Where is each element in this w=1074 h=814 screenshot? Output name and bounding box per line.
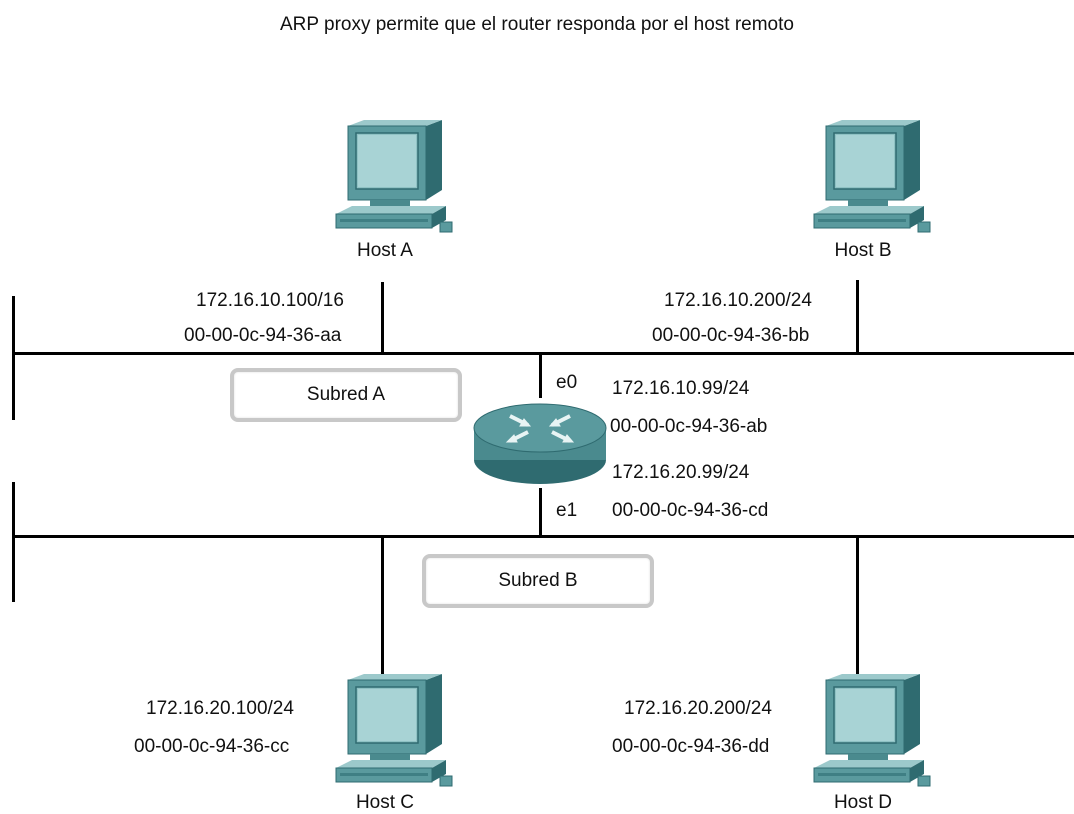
host-c-ip: 172.16.20.100/24 xyxy=(146,698,294,719)
host-d-ip: 172.16.20.200/24 xyxy=(624,698,772,719)
diagram-title: ARP proxy permite que el router responda… xyxy=(280,14,794,35)
router-e1-label: e1 xyxy=(556,500,578,521)
router-e1-mac: 00-00-0c-94-36-cd xyxy=(612,500,769,521)
subnet-b-label: Subred B xyxy=(422,554,654,608)
host-b-link xyxy=(856,280,859,354)
subnet-b-left-terminator xyxy=(12,482,15,602)
router-e0-label: e0 xyxy=(556,372,578,393)
subnet-b-bus xyxy=(14,535,1074,538)
host-d-mac: 00-00-0c-94-36-dd xyxy=(612,736,770,757)
host-c-mac: 00-00-0c-94-36-cc xyxy=(134,736,290,757)
router-e1-link xyxy=(539,488,542,536)
host-a-computer-icon xyxy=(330,118,460,240)
host-c-name: Host C xyxy=(355,792,415,813)
router-e0-mac: 00-00-0c-94-36-ab xyxy=(610,416,768,437)
host-b-computer-icon xyxy=(808,118,938,240)
host-d-name: Host D xyxy=(833,792,893,813)
subnet-a-label: Subred A xyxy=(230,368,462,422)
router-icon xyxy=(473,403,607,484)
subnet-a-label-text: Subred A xyxy=(306,384,386,405)
host-b-mac: 00-00-0c-94-36-bb xyxy=(652,325,810,346)
router-e0-link xyxy=(539,354,542,398)
subnet-b-label-text: Subred B xyxy=(498,570,578,591)
host-d-link xyxy=(856,537,859,675)
host-d-computer-icon xyxy=(808,672,938,794)
host-c-link xyxy=(381,537,384,675)
host-a-mac: 00-00-0c-94-36-aa xyxy=(184,325,342,346)
host-b-ip: 172.16.10.200/24 xyxy=(664,290,812,311)
router-e0-ip: 172.16.10.99/24 xyxy=(612,378,750,399)
host-c-computer-icon xyxy=(330,672,460,794)
host-a-name: Host A xyxy=(357,240,413,261)
host-a-ip: 172.16.10.100/16 xyxy=(196,290,344,311)
router-e1-ip: 172.16.20.99/24 xyxy=(612,462,750,483)
subnet-a-bus xyxy=(14,352,1074,355)
subnet-a-left-terminator xyxy=(12,296,15,420)
host-a-link xyxy=(381,282,384,354)
host-b-name: Host B xyxy=(834,240,892,261)
